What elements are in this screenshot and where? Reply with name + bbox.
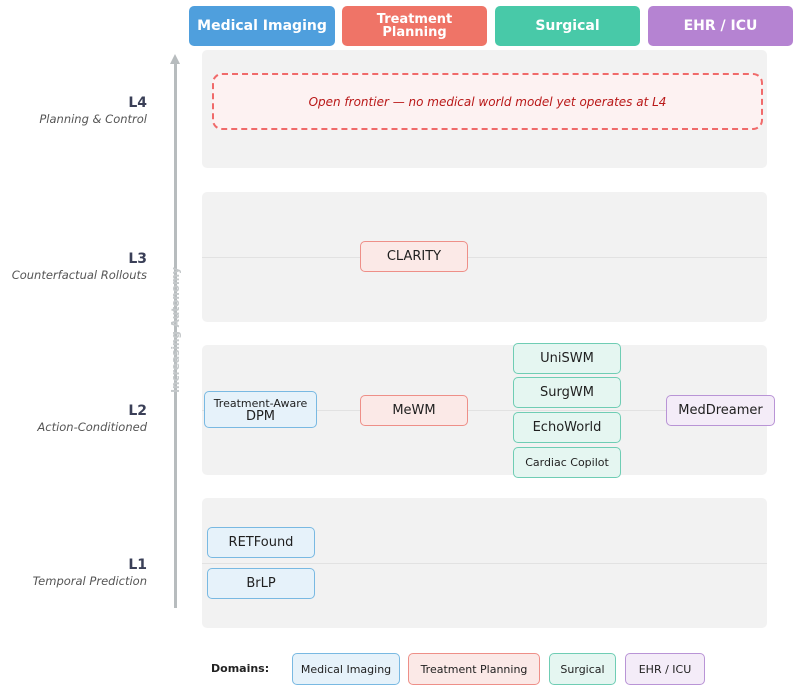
model-dpm-line2: DPM bbox=[245, 408, 276, 424]
model-cardiac-copilot: Cardiac Copilot bbox=[513, 447, 621, 478]
level-l1-name: Temporal Prediction bbox=[32, 574, 147, 588]
legend-surgical: Surgical bbox=[549, 653, 616, 685]
level-l4: L4 Planning & Control bbox=[39, 95, 147, 126]
model-clarity: CLARITY bbox=[360, 241, 468, 272]
legend-medical-imaging: Medical Imaging bbox=[292, 653, 400, 685]
model-dpm-line1: Treatment-Aware bbox=[213, 396, 308, 410]
level-l2-name: Action-Conditioned bbox=[37, 420, 147, 434]
open-frontier-box: Open frontier — no medical world model y… bbox=[212, 73, 763, 130]
level-l3-number: L3 bbox=[128, 251, 147, 267]
header-treatment-planning: Treatment Planning bbox=[342, 6, 487, 46]
model-echoworld: EchoWorld bbox=[513, 412, 621, 443]
band-l1-midline bbox=[202, 563, 767, 564]
model-mewm: MeWM bbox=[360, 395, 468, 426]
level-l2: L2 Action-Conditioned bbox=[37, 403, 147, 434]
legend-title: Domains: bbox=[211, 662, 270, 675]
level-l1: L1 Temporal Prediction bbox=[33, 557, 147, 588]
model-uniswm: UniSWM bbox=[513, 343, 621, 374]
model-treatment-aware-dpm: Treatment-Aware DPM bbox=[204, 391, 317, 428]
model-meddreamer: MedDreamer bbox=[666, 395, 775, 426]
autonomy-axis bbox=[174, 62, 177, 608]
level-l3-name: Counterfactual Rollouts bbox=[11, 268, 147, 282]
autonomy-axis-label: Increasing Autonomy bbox=[170, 267, 182, 393]
header-medical-imaging: Medical Imaging bbox=[189, 6, 335, 46]
level-l4-name: Planning & Control bbox=[39, 112, 147, 126]
legend-treatment-planning: Treatment Planning bbox=[408, 653, 540, 685]
model-brlp: BrLP bbox=[207, 568, 315, 599]
header-surgical: Surgical bbox=[495, 6, 640, 46]
level-l4-number: L4 bbox=[128, 95, 147, 111]
autonomy-arrow-head-icon bbox=[170, 54, 180, 64]
level-l3: L3 Counterfactual Rollouts bbox=[12, 251, 147, 282]
band-l3-midline bbox=[202, 257, 767, 258]
level-l2-number: L2 bbox=[128, 403, 147, 419]
level-l1-number: L1 bbox=[128, 557, 147, 573]
legend-ehr-icu: EHR / ICU bbox=[625, 653, 705, 685]
model-surgwm: SurgWM bbox=[513, 377, 621, 408]
model-retfound: RETFound bbox=[207, 527, 315, 558]
header-ehr-icu: EHR / ICU bbox=[648, 6, 793, 46]
open-frontier-text: Open frontier — no medical world model y… bbox=[308, 94, 667, 109]
band-l2-midline bbox=[202, 410, 767, 411]
